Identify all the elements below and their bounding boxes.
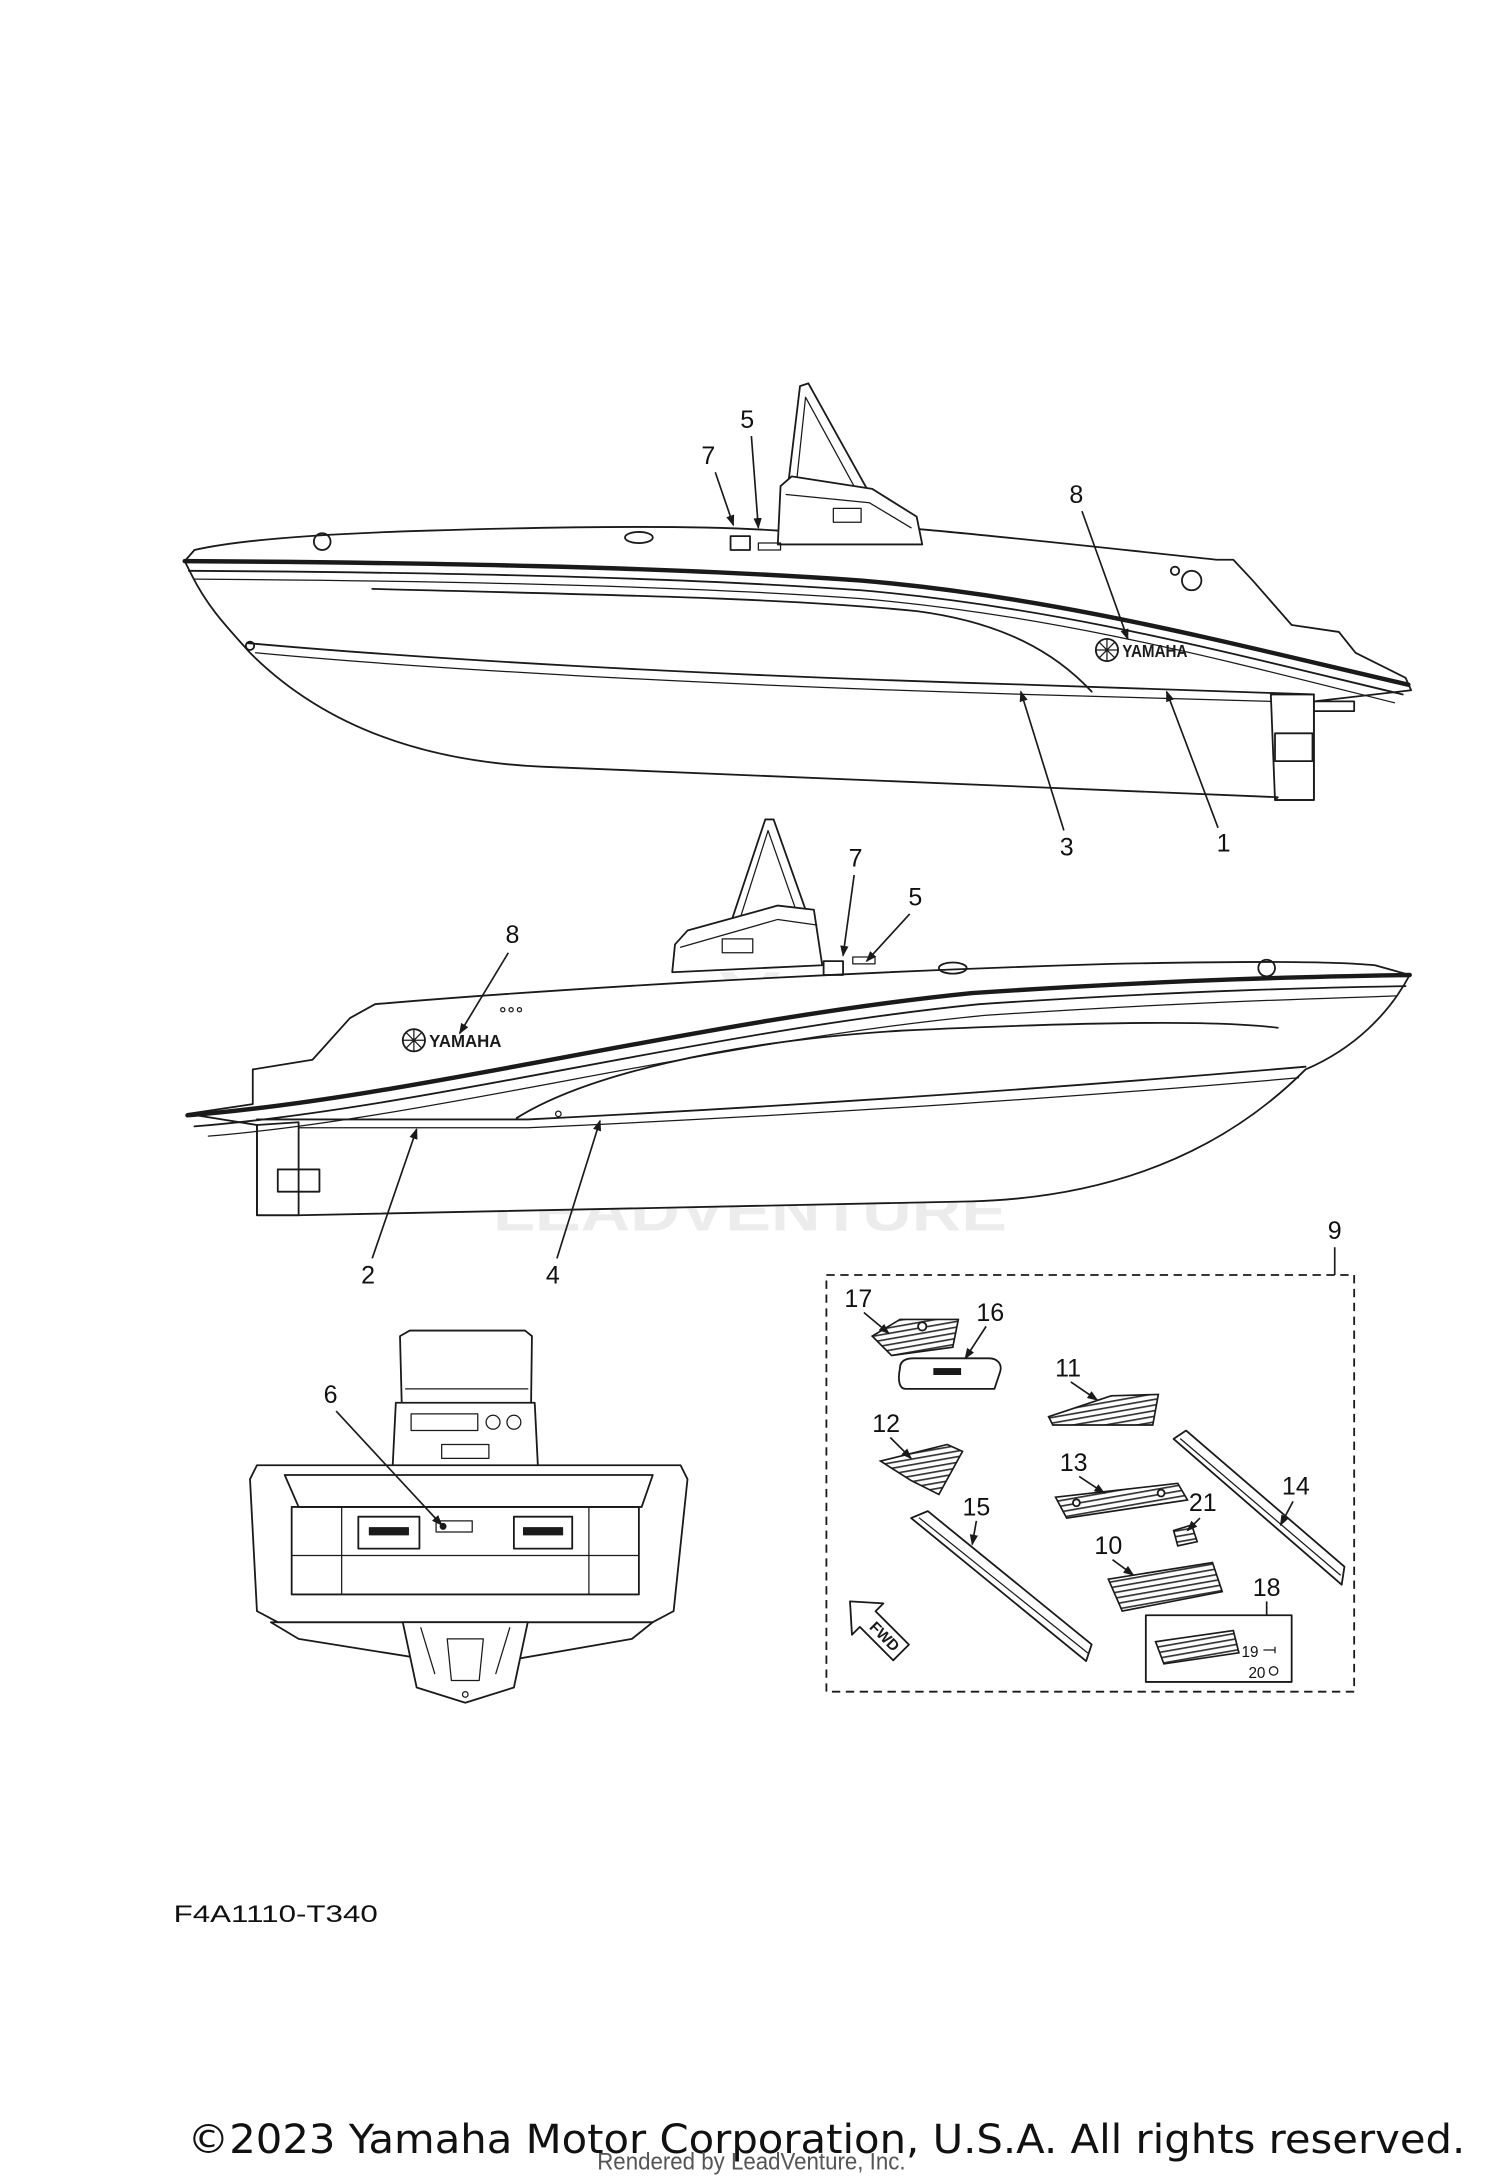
hatch-icon: [1257, 958, 1276, 978]
svg-text:YAMAHA: YAMAHA: [429, 1031, 502, 1051]
hull-body: [186, 961, 1411, 1217]
yamaha-logo: YAMAHA: [1094, 637, 1188, 663]
mat-17: [870, 1318, 960, 1357]
hull-outer: [249, 1464, 689, 1624]
callouts-stern-view: 6: [324, 1381, 443, 1527]
side-graphic-swoosh: [515, 1021, 1279, 1119]
callouts-side-view-bow-left: 5 7 8 3 1: [701, 406, 1230, 862]
callout-6[interactable]: 6: [324, 1381, 338, 1409]
callout-7[interactable]: 7: [701, 442, 715, 470]
lower-stripe: [256, 1065, 1307, 1121]
transom: [256, 1121, 300, 1217]
stern-bench: [290, 1506, 640, 1596]
side-graphic-swoosh: [371, 587, 1093, 693]
callout-1[interactable]: 1: [1217, 829, 1231, 857]
model-decal: [822, 960, 844, 976]
callout-14[interactable]: 14: [1282, 1472, 1310, 1500]
callout-13[interactable]: 13: [1060, 1449, 1088, 1477]
callout-15[interactable]: 15: [962, 1493, 990, 1521]
deck-mat-kit: 9 FWD 17 16 11 12 13 14: [825, 1217, 1356, 1693]
svg-text:YAMAHA: YAMAHA: [1122, 641, 1188, 661]
callout-10[interactable]: 10: [1094, 1532, 1122, 1560]
callout-21[interactable]: 21: [1189, 1489, 1217, 1517]
console: [776, 475, 924, 546]
callout-2[interactable]: 2: [361, 1261, 375, 1289]
lower-stripe: [246, 642, 1315, 696]
cup-holder-icon: [1181, 569, 1203, 592]
hatch-icon: [312, 532, 332, 551]
callout-3[interactable]: 3: [1060, 834, 1074, 862]
hatch-icon: [624, 531, 654, 544]
callout-17[interactable]: 17: [844, 1285, 872, 1313]
yamaha-logo: YAMAHA: [401, 1028, 502, 1053]
callout-12[interactable]: 12: [872, 1410, 900, 1438]
callout-9[interactable]: 9: [1328, 1217, 1342, 1245]
screw-icon: [1263, 1646, 1276, 1654]
callout-19[interactable]: 19: [1242, 1644, 1259, 1661]
transom: [1269, 693, 1315, 801]
fwd-arrow: FWD: [849, 1600, 910, 1662]
kit-18-box: [1144, 1614, 1293, 1683]
rendered-by: Rendered by LeadVenture, Inc.: [597, 2149, 905, 2175]
part-code: F4A1110-T340: [174, 1902, 378, 1928]
mat-13: [1054, 1482, 1189, 1519]
callouts-side-view-bow-right: 7 5 8 2 4: [361, 845, 922, 1290]
strip-15: [910, 1510, 1093, 1663]
callout-11[interactable]: 11: [1055, 1354, 1081, 1382]
callout-7[interactable]: 7: [849, 845, 863, 873]
boat-side-view-bow-right: YAMAHA: [185, 818, 1412, 1217]
hull-body: [183, 525, 1413, 801]
mat-12: [878, 1443, 964, 1496]
boat-side-view-bow-left: YAMAHA: [182, 382, 1413, 801]
mat-21: [1172, 1523, 1199, 1547]
callout-18[interactable]: 18: [1253, 1574, 1281, 1602]
washer-icon: [1268, 1666, 1279, 1676]
rub-rail: [185, 972, 1412, 1118]
callout-4[interactable]: 4: [546, 1261, 560, 1289]
callout-8[interactable]: 8: [506, 921, 520, 949]
callout-5[interactable]: 5: [908, 884, 922, 912]
callout-5[interactable]: 5: [740, 406, 754, 434]
mat-10: [1107, 1561, 1224, 1613]
copyright: ©2023 Yamaha Motor Corporation, U.S.A. A…: [188, 2117, 1466, 2163]
boat-stern-view: [249, 1329, 689, 1704]
callout-16[interactable]: 16: [976, 1299, 1004, 1327]
transom-logo: [435, 1520, 473, 1533]
jet-drive: [401, 1621, 529, 1704]
callout-20[interactable]: 20: [1248, 1665, 1265, 1682]
mat-11: [1047, 1393, 1160, 1426]
callout-8[interactable]: 8: [1069, 481, 1083, 509]
rub-rail: [182, 558, 1411, 687]
mat-18: [1154, 1629, 1240, 1665]
model-decal: [729, 535, 751, 551]
hatch-icon: [937, 961, 968, 975]
